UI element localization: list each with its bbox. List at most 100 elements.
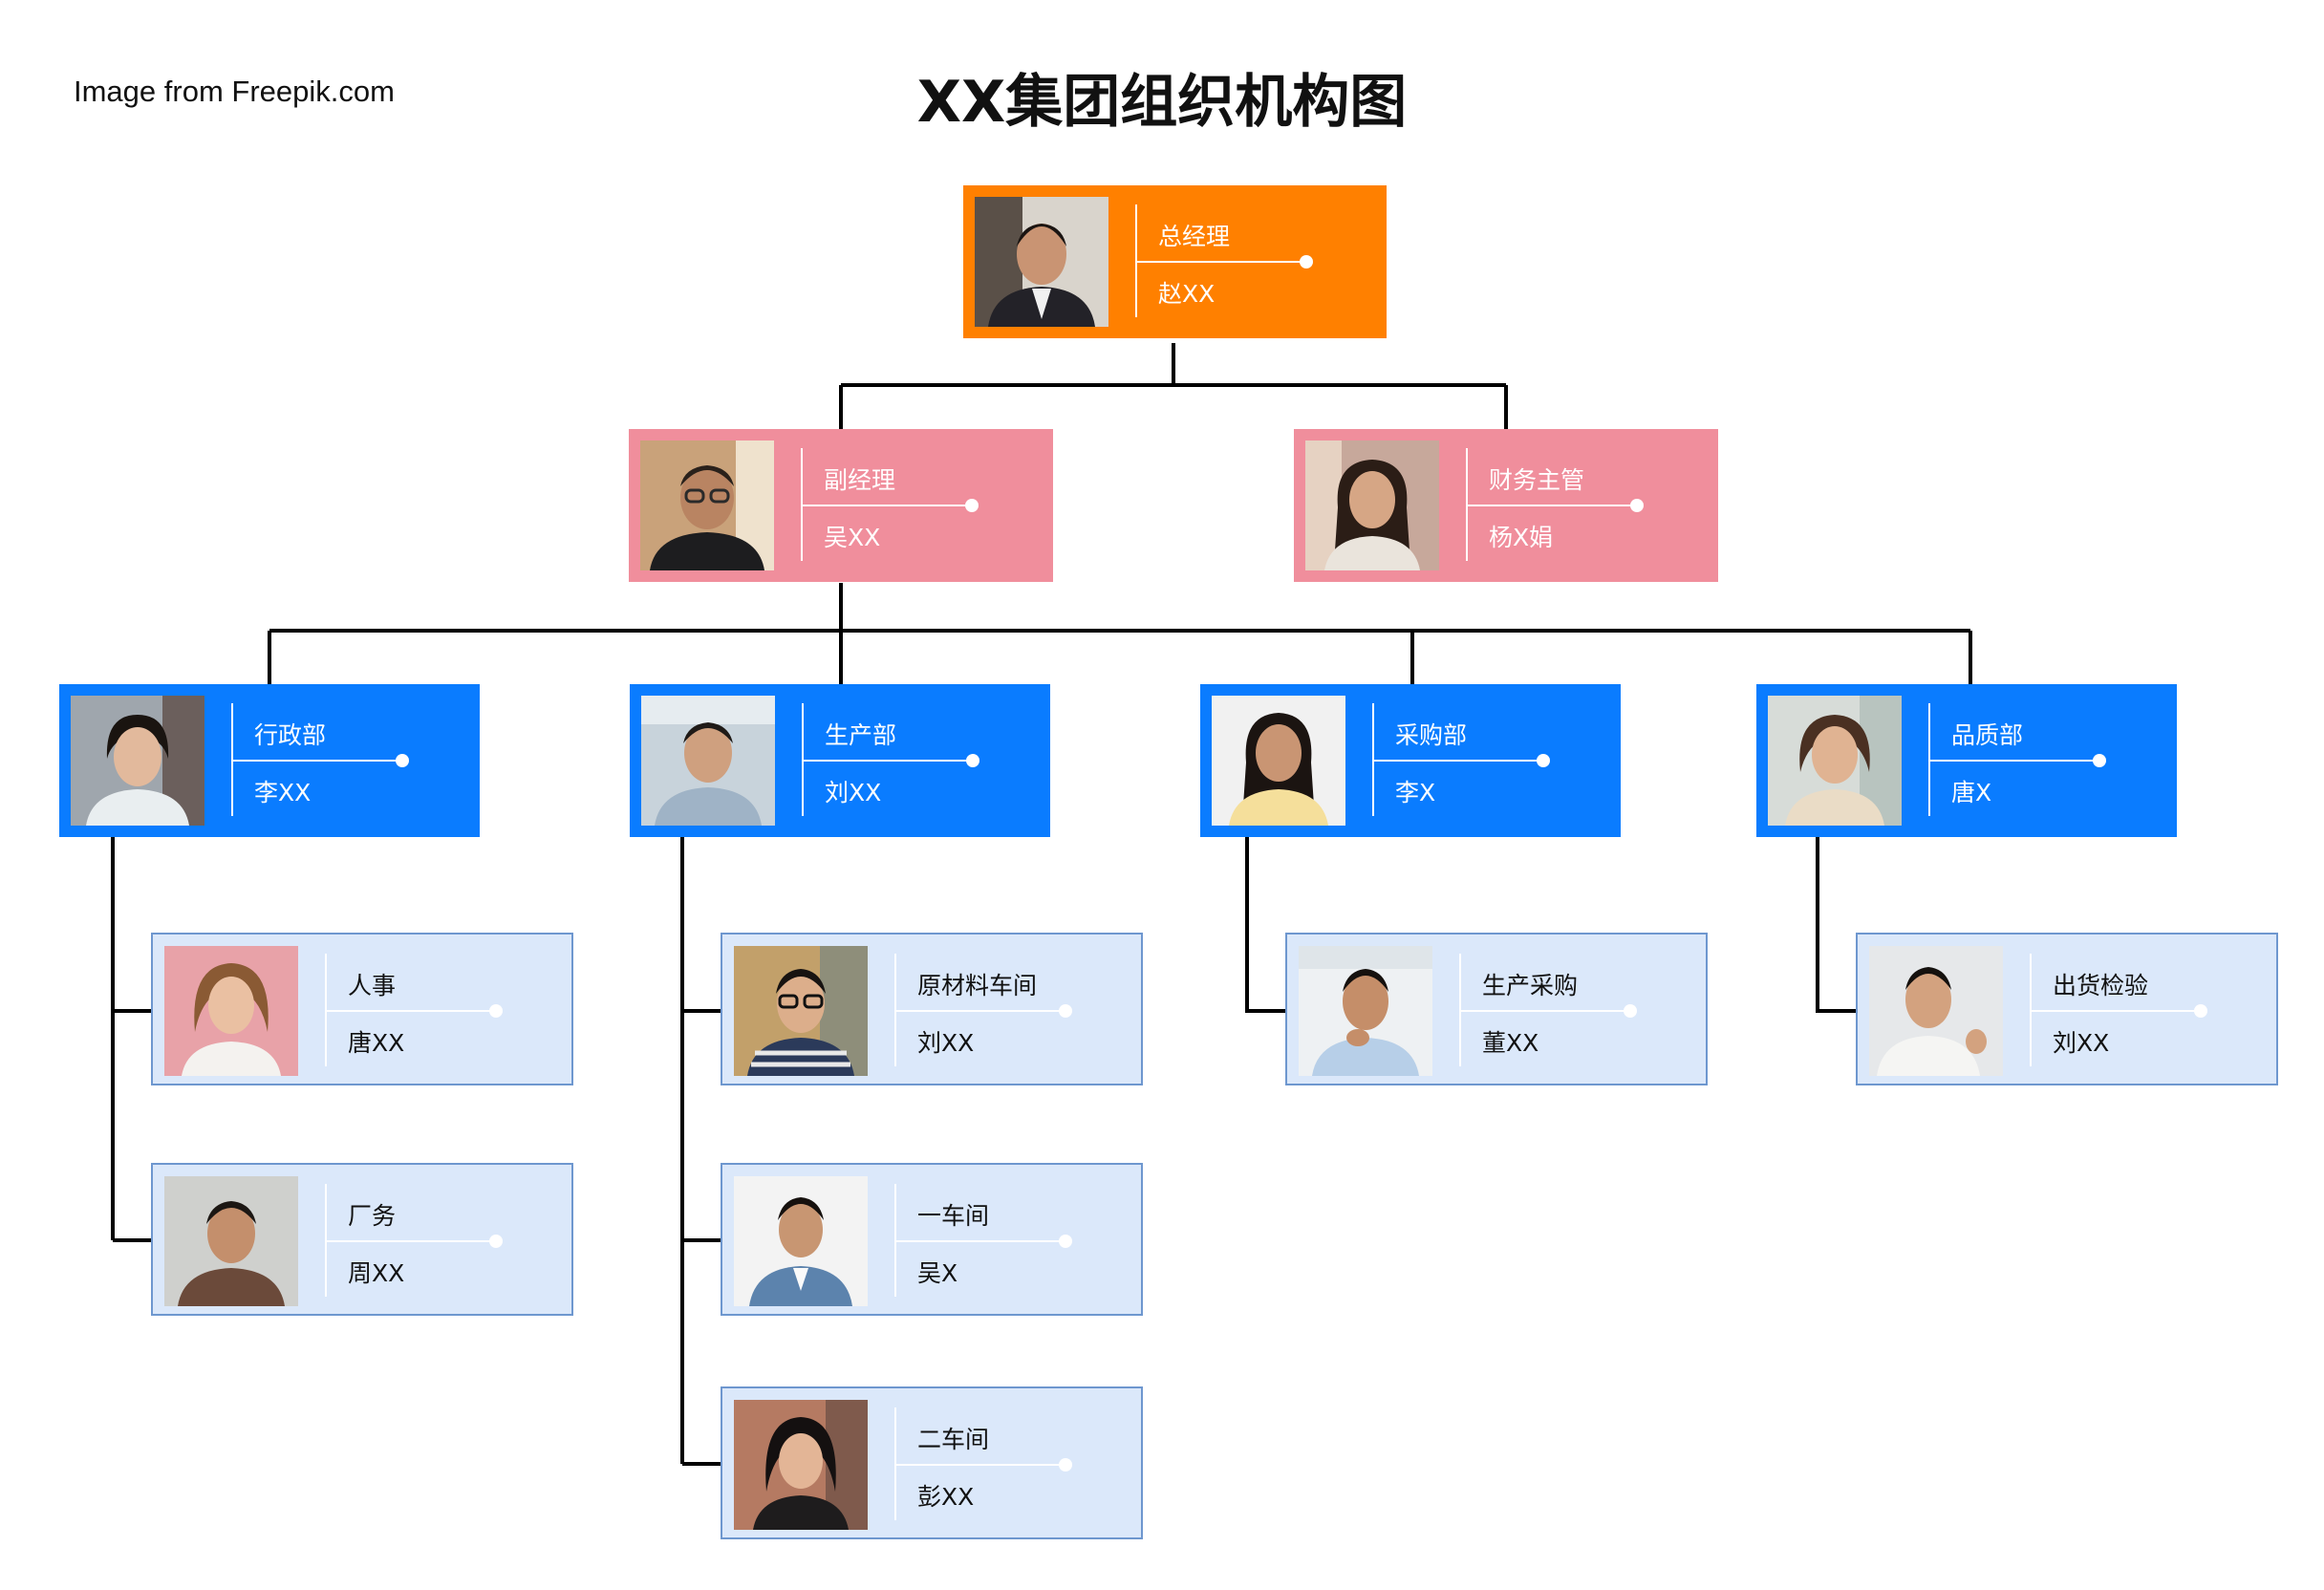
- node-quality-dept[interactable]: 品质部 唐X: [1756, 684, 2177, 837]
- divider-horizontal: [327, 1240, 495, 1242]
- node-raw-material-workshop[interactable]: 原材料车间 刘XX: [721, 933, 1143, 1085]
- connector-admin-subs: [111, 837, 151, 1242]
- divider-vertical: [894, 1407, 896, 1520]
- person-name: 唐XX: [348, 1029, 405, 1057]
- connector-purchasing-subs: [1245, 837, 1285, 1013]
- divider-dot: [396, 754, 409, 767]
- node-shipping-inspection[interactable]: 出货检验 刘XX: [1856, 933, 2278, 1085]
- divider-dot: [2093, 754, 2106, 767]
- divider-horizontal: [2032, 1010, 2200, 1012]
- node-admin-dept[interactable]: 行政部 李XX: [59, 684, 480, 837]
- divider-vertical: [1372, 703, 1374, 816]
- avatar-photo: [1305, 440, 1439, 570]
- person-name: 李X: [1395, 779, 1436, 806]
- avatar-photo: [1299, 946, 1432, 1076]
- divider-dot: [2194, 1004, 2207, 1018]
- chart-title: XX集团组织机构图: [916, 69, 1408, 136]
- person-name: 唐X: [1951, 779, 1992, 806]
- person-name: 刘XX: [2053, 1029, 2110, 1057]
- role-label: 采购部: [1395, 721, 1468, 749]
- divider-horizontal: [1930, 760, 2098, 762]
- person-name: 刘XX: [917, 1029, 975, 1057]
- divider-horizontal: [1468, 505, 1636, 506]
- divider-dot: [1059, 1235, 1072, 1248]
- divider-dot: [1537, 754, 1550, 767]
- divider-horizontal: [1137, 261, 1305, 263]
- image-credit: Image from Freepik.com: [74, 75, 395, 108]
- divider-dot: [1059, 1458, 1072, 1472]
- node-purchasing-dept[interactable]: 采购部 李X: [1200, 684, 1621, 837]
- divider-horizontal: [803, 505, 971, 506]
- divider-horizontal: [1461, 1010, 1629, 1012]
- divider-vertical: [894, 954, 896, 1066]
- node-general-manager[interactable]: 总经理 赵XX: [963, 185, 1387, 338]
- person-name: 彭XX: [917, 1483, 975, 1511]
- avatar-photo: [164, 946, 298, 1076]
- role-label: 财务主管: [1489, 466, 1585, 494]
- connector-gm-level2: [839, 343, 1508, 429]
- role-label: 生产采购: [1482, 972, 1579, 999]
- connector-deputy-depts: [268, 583, 1972, 684]
- divider-horizontal: [896, 1010, 1065, 1012]
- node-factory-affairs[interactable]: 厂务 周XX: [151, 1163, 573, 1316]
- avatar-photo: [641, 696, 775, 826]
- person-name: 周XX: [348, 1259, 405, 1287]
- node-workshop-2[interactable]: 二车间 彭XX: [721, 1386, 1143, 1539]
- person-name: 杨X娟: [1489, 524, 1554, 551]
- person-name: 董XX: [1482, 1029, 1539, 1057]
- divider-dot: [489, 1004, 503, 1018]
- divider-vertical: [1466, 448, 1468, 561]
- divider-horizontal: [896, 1464, 1065, 1466]
- divider-horizontal: [804, 760, 972, 762]
- role-label: 品质部: [1951, 721, 2024, 749]
- divider-horizontal: [896, 1240, 1065, 1242]
- divider-dot: [1300, 255, 1313, 269]
- divider-dot: [1059, 1004, 1072, 1018]
- avatar-photo: [734, 1400, 868, 1530]
- role-label: 总经理: [1158, 223, 1231, 250]
- person-name: 刘XX: [825, 779, 882, 806]
- node-finance-supervisor[interactable]: 财务主管 杨X娟: [1294, 429, 1718, 582]
- divider-horizontal: [327, 1010, 495, 1012]
- person-name: 吴X: [917, 1259, 958, 1287]
- divider-dot: [965, 499, 979, 512]
- role-label: 出货检验: [2053, 972, 2149, 999]
- divider-vertical: [894, 1184, 896, 1297]
- avatar-photo: [734, 1176, 868, 1306]
- node-production-dept[interactable]: 生产部 刘XX: [630, 684, 1050, 837]
- divider-horizontal: [1374, 760, 1542, 762]
- role-label: 行政部: [254, 721, 327, 749]
- role-label: 副经理: [824, 466, 896, 494]
- divider-vertical: [2030, 954, 2032, 1066]
- role-label: 厂务: [348, 1202, 397, 1230]
- node-hr[interactable]: 人事 唐XX: [151, 933, 573, 1085]
- avatar-photo: [1768, 696, 1902, 826]
- role-label: 生产部: [825, 721, 897, 749]
- divider-vertical: [801, 448, 803, 561]
- divider-dot: [966, 754, 979, 767]
- person-name: 李XX: [254, 779, 312, 806]
- node-workshop-1[interactable]: 一车间 吴X: [721, 1163, 1143, 1316]
- avatar-photo: [734, 946, 868, 1076]
- node-deputy-manager[interactable]: 副经理 吴XX: [629, 429, 1053, 582]
- divider-vertical: [325, 1184, 327, 1297]
- node-production-purchasing[interactable]: 生产采购 董XX: [1285, 933, 1708, 1085]
- role-label: 二车间: [917, 1426, 990, 1453]
- avatar-photo: [975, 197, 1108, 327]
- divider-dot: [1624, 1004, 1637, 1018]
- connector-quality-subs: [1816, 837, 1856, 1013]
- connector-production-subs: [680, 837, 721, 1466]
- divider-vertical: [802, 703, 804, 816]
- role-label: 一车间: [917, 1202, 990, 1230]
- divider-horizontal: [233, 760, 401, 762]
- avatar-photo: [1869, 946, 2003, 1076]
- role-label: 原材料车间: [917, 972, 1038, 999]
- divider-dot: [489, 1235, 503, 1248]
- person-name: 赵XX: [1158, 280, 1216, 308]
- person-name: 吴XX: [824, 524, 881, 551]
- divider-vertical: [1135, 204, 1137, 317]
- role-label: 人事: [348, 972, 397, 999]
- avatar-photo: [71, 696, 204, 826]
- avatar-photo: [1212, 696, 1345, 826]
